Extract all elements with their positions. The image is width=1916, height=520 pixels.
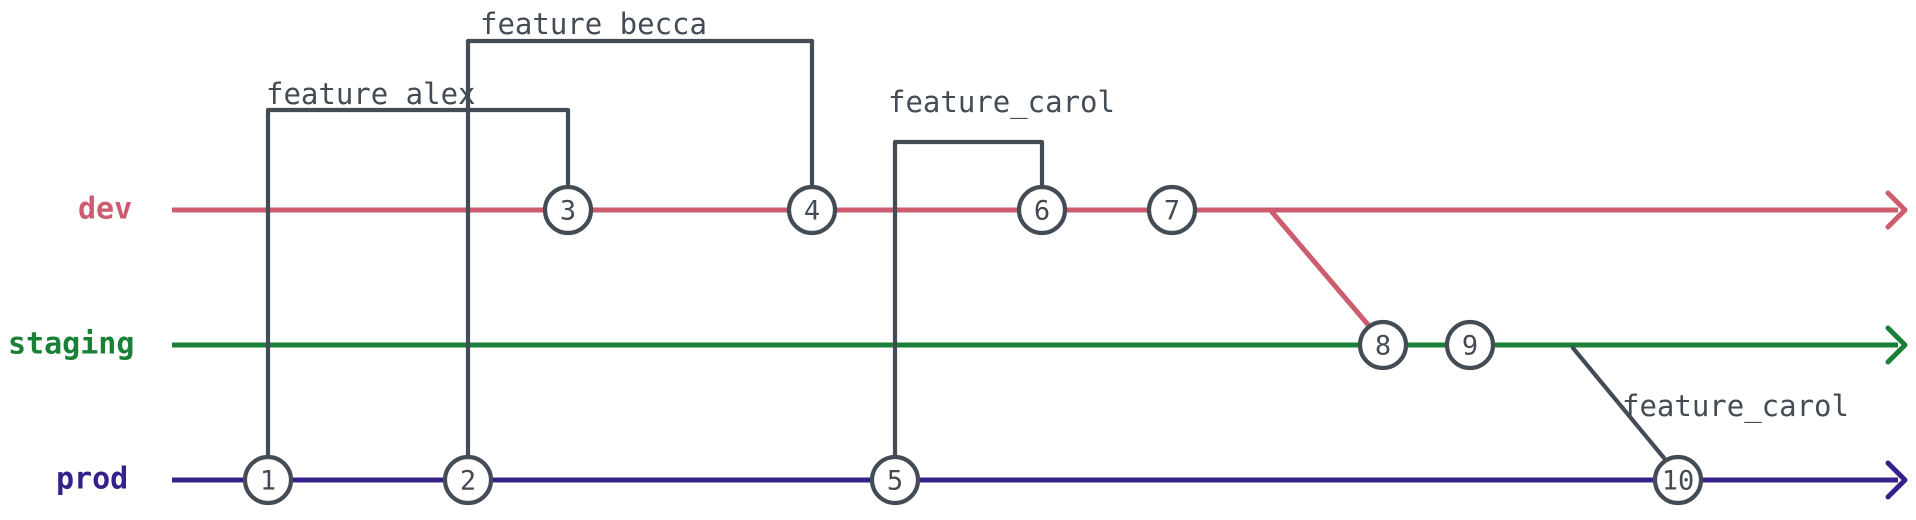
commit-id-label: 10 bbox=[1662, 466, 1695, 497]
feature-branch-label: feature_becca bbox=[480, 7, 707, 42]
commit-id-label: 9 bbox=[1462, 331, 1478, 362]
commit-circle[interactable] bbox=[786, 184, 838, 236]
arrow-head-prod bbox=[1885, 460, 1908, 500]
commit-node[interactable]: 1 bbox=[242, 454, 294, 506]
branch-name-labels: dev staging prod bbox=[8, 192, 134, 497]
arrow-head-staging bbox=[1885, 325, 1908, 365]
feature-branch-label: feature_carol bbox=[888, 85, 1115, 120]
commit-node[interactable]: 6 bbox=[1016, 184, 1068, 236]
arrow-head-dev bbox=[1885, 190, 1908, 230]
commit-id-label: 6 bbox=[1034, 196, 1050, 227]
commit-circle[interactable] bbox=[1652, 454, 1704, 506]
feature-branch-paths bbox=[265, 38, 1667, 483]
feature-branch-path bbox=[265, 107, 571, 483]
commit-circle[interactable] bbox=[1016, 184, 1068, 236]
commit-node[interactable]: 2 bbox=[442, 454, 494, 506]
commit-circle[interactable] bbox=[442, 454, 494, 506]
branch-label-prod[interactable]: prod bbox=[56, 462, 128, 497]
branch-label-dev[interactable]: dev bbox=[78, 192, 132, 227]
commit-circle[interactable] bbox=[242, 454, 294, 506]
commit-node[interactable]: 7 bbox=[1146, 184, 1198, 236]
commit-id-label: 5 bbox=[887, 466, 903, 497]
commit-id-label: 2 bbox=[460, 466, 476, 497]
commit-circle[interactable] bbox=[1357, 319, 1409, 371]
branch-label-staging[interactable]: staging bbox=[8, 327, 134, 362]
branch-arrowheads bbox=[1885, 190, 1908, 500]
commit-id-label: 1 bbox=[260, 466, 276, 497]
commit-node[interactable]: 8 bbox=[1357, 319, 1409, 371]
branch-lines bbox=[172, 207, 1898, 483]
feature-branch-label: feature_carol bbox=[1622, 389, 1849, 424]
commit-node[interactable]: 10 bbox=[1652, 454, 1704, 506]
commit-node[interactable]: 9 bbox=[1444, 319, 1496, 371]
commit-node[interactable]: 3 bbox=[542, 184, 594, 236]
merge-line-dev-to-staging bbox=[1269, 209, 1373, 330]
commit-nodes: 1 2 3 4 5 6 7 8 9 10 bbox=[242, 184, 1704, 506]
feature-branch-path bbox=[465, 38, 815, 483]
commit-id-label: 4 bbox=[804, 196, 820, 227]
commit-circle[interactable] bbox=[1146, 184, 1198, 236]
commit-node[interactable]: 4 bbox=[786, 184, 838, 236]
commit-id-label: 7 bbox=[1164, 196, 1180, 227]
commit-id-label: 8 bbox=[1375, 331, 1391, 362]
feature-branch-path bbox=[892, 139, 1045, 483]
commit-circle[interactable] bbox=[542, 184, 594, 236]
feature-branch-label: feature_alex bbox=[266, 77, 476, 112]
commit-node[interactable]: 5 bbox=[869, 454, 921, 506]
commit-id-label: 3 bbox=[560, 196, 576, 227]
merge-connectors bbox=[1269, 209, 1373, 330]
feature-branch-path bbox=[1570, 345, 1667, 461]
commit-circle[interactable] bbox=[869, 454, 921, 506]
feature-branch-labels: feature_alexfeature_beccafeature_carolfe… bbox=[266, 7, 1849, 424]
commit-circle[interactable] bbox=[1444, 319, 1496, 371]
